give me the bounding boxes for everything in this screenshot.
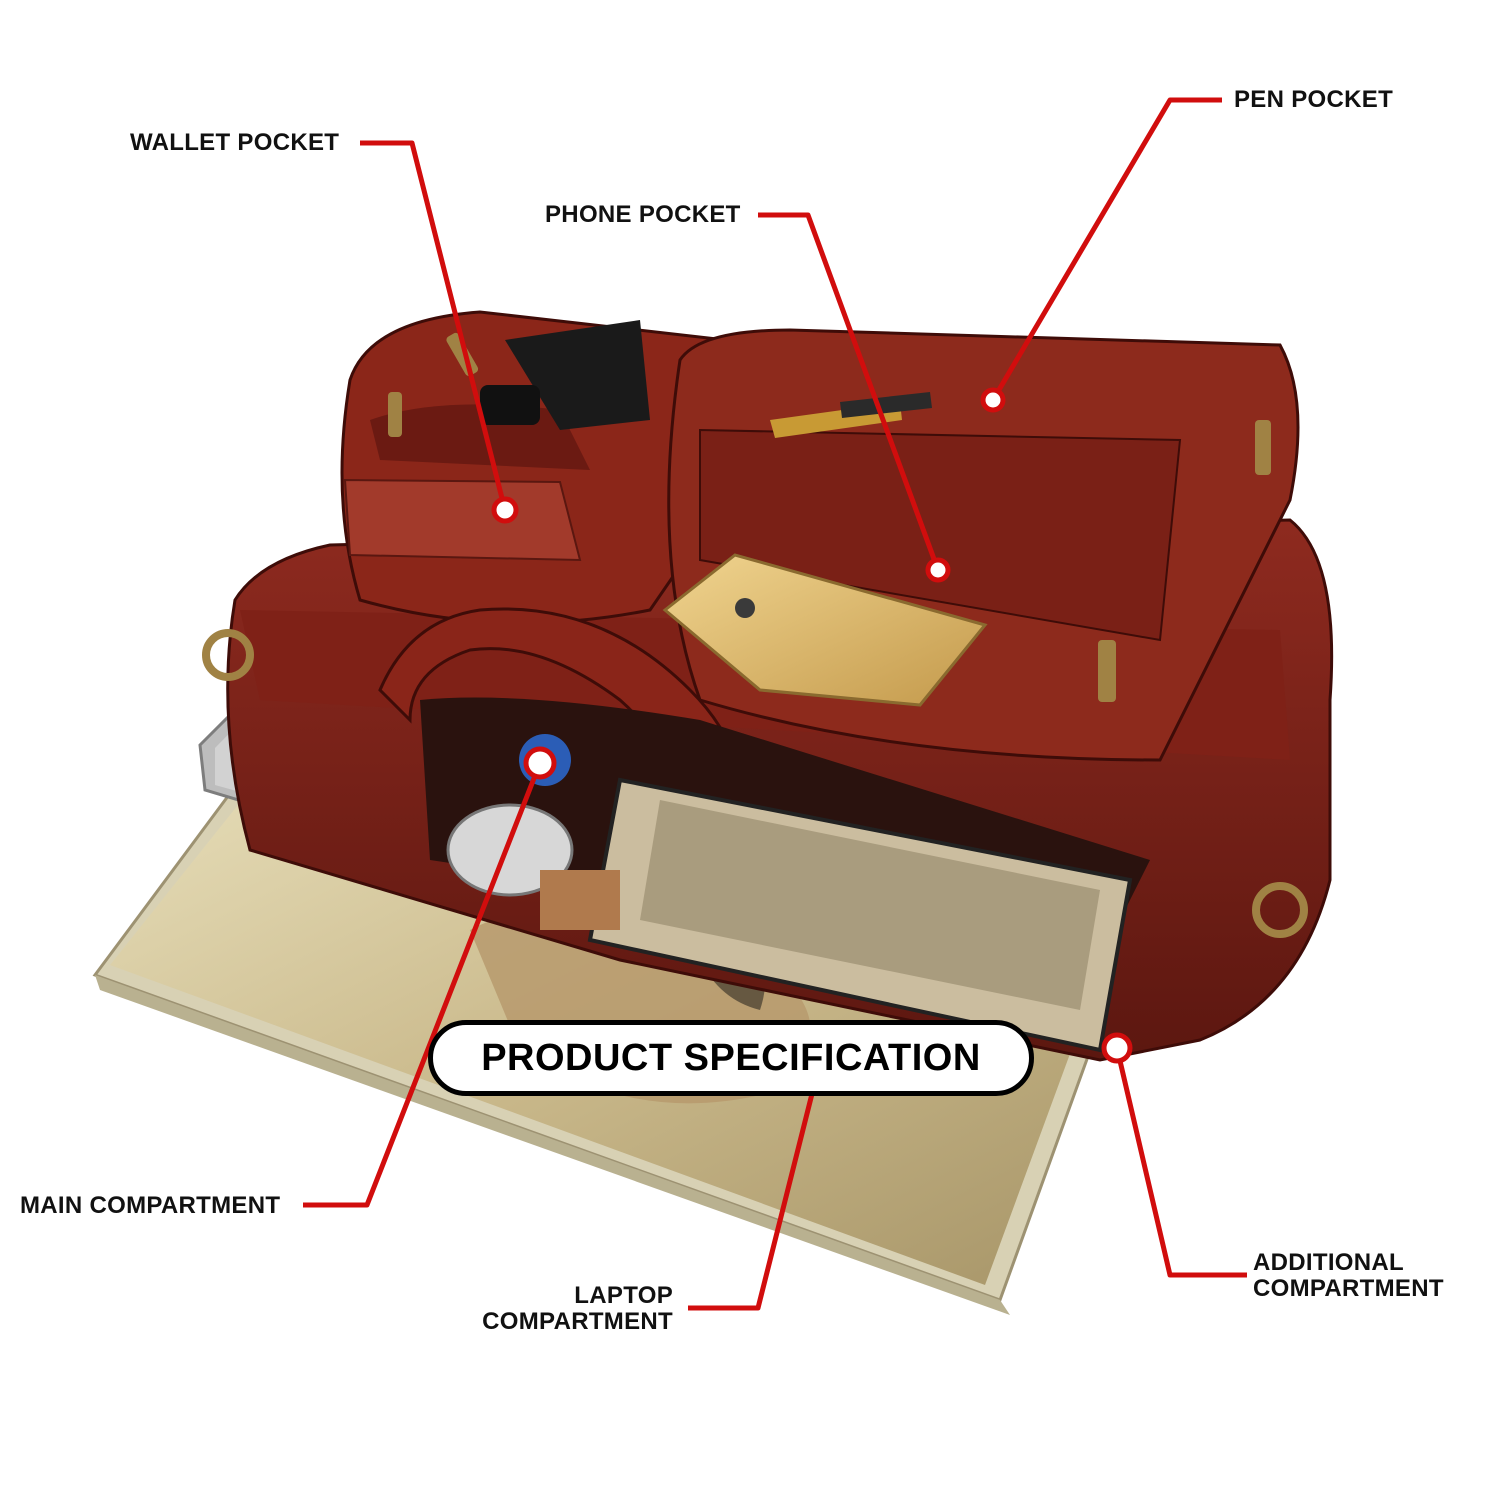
wallet-pocket-marker [491,496,519,524]
main-compartment-line [303,762,543,1208]
callout-lines [303,97,1247,1311]
laptop-compartment-label-line2: COMPARTMENT [482,1308,673,1335]
main-compartment-marker [523,746,557,780]
pen-pocket-label: PEN POCKET [1234,86,1394,113]
wallet-pocket-label: WALLET POCKET [130,129,340,156]
main-compartment-label: MAIN COMPARTMENT [20,1192,281,1219]
phone-pocket-label: PHONE POCKET [545,201,741,228]
laptop-compartment-label-line1: LAPTOP [574,1282,673,1309]
laptop-compartment-label: LAPTOP COMPARTMENT [440,1283,673,1335]
pen-pocket-line [990,97,1222,402]
pen-pocket-marker [980,387,1006,413]
product-specification-badge: PRODUCT SPECIFICATION [428,1020,1034,1096]
additional-compartment-label-line1: ADDITIONAL [1253,1249,1404,1276]
bag-image [202,310,1334,1062]
wallet-pocket-line [360,140,508,511]
additional-compartment-label-line2: COMPARTMENT [1253,1275,1444,1302]
product-specification-text: PRODUCT SPECIFICATION [481,1036,981,1079]
laptop-compartment-line [688,1077,819,1311]
additional-compartment-label: ADDITIONAL COMPARTMENT [1253,1250,1444,1302]
phone-pocket-marker [925,557,951,583]
additional-compartment-line [1114,1047,1247,1278]
additional-compartment-marker [1101,1032,1133,1064]
phone-pocket-line [758,212,941,571]
